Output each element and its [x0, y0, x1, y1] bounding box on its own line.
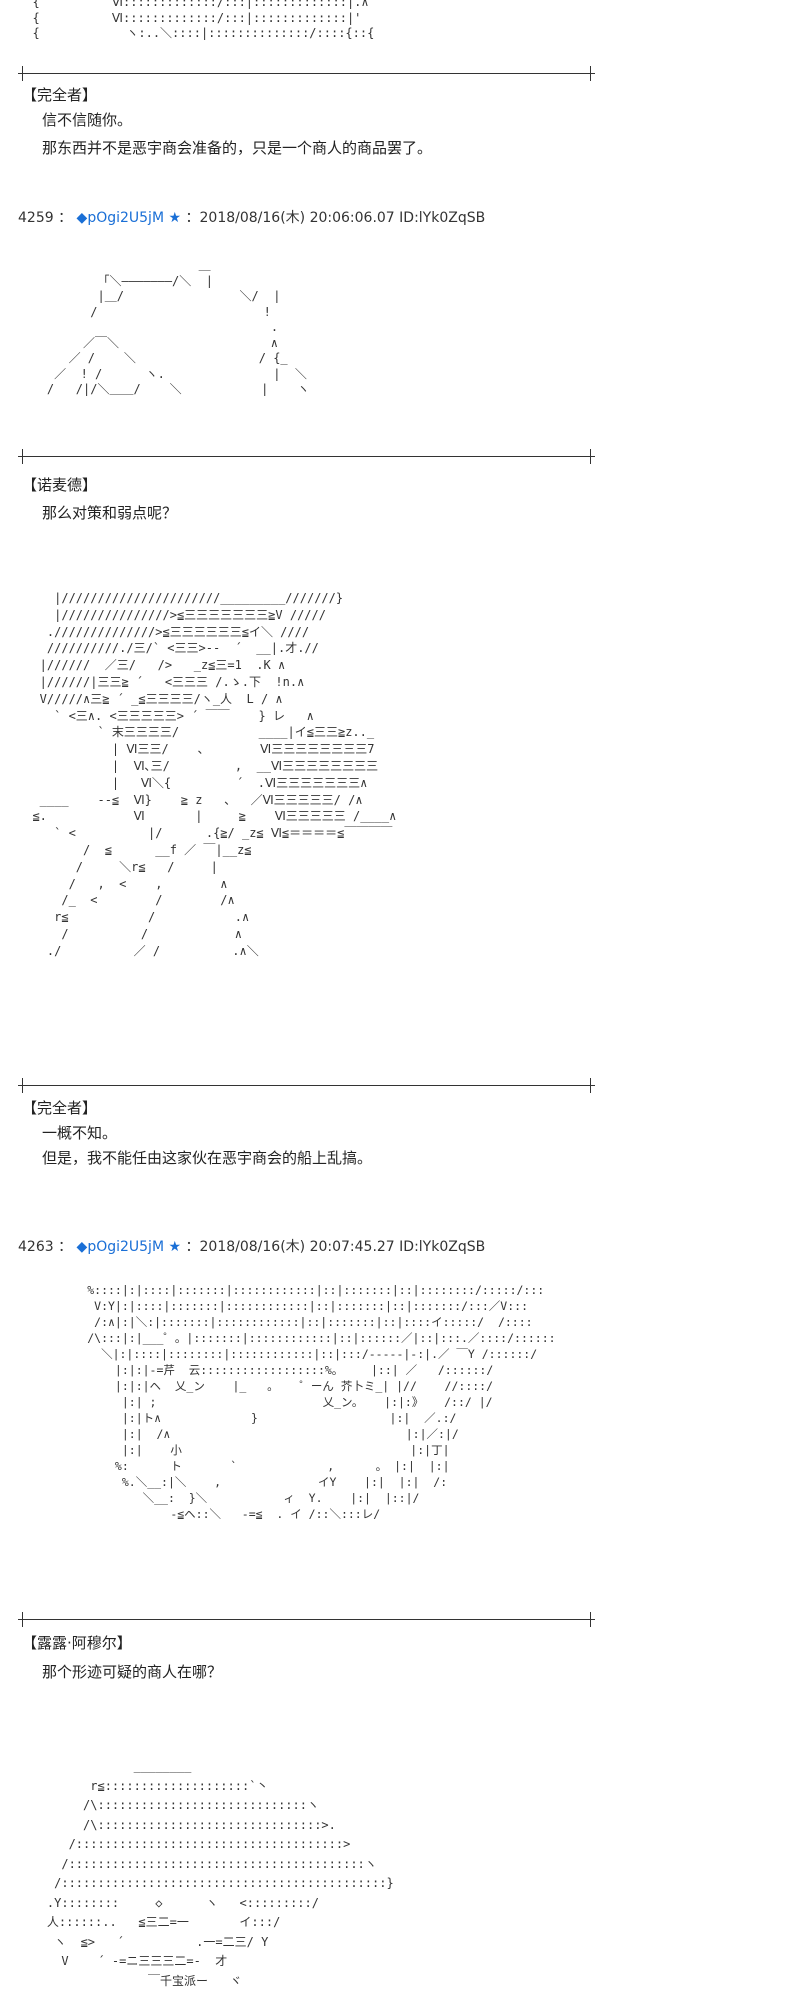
divider-2-tick-left [22, 449, 23, 464]
divider-2 [18, 456, 595, 457]
divider-3-tick-right [590, 1078, 591, 1093]
post-header: 4263 ： ◆pOgi2U5jM ★ ：2018/08/16(木) 20:07… [18, 1239, 486, 1255]
divider-1-tick-left [22, 66, 23, 81]
ascii-art-lulu: %::::|:|::::|:::::::|::::::::::::|::|:::… [87, 1283, 556, 1521]
speaker-label: 【完全者】 [22, 1099, 98, 1117]
dialog-line: 一概不知。 [42, 1124, 118, 1142]
dialog-line: 那个形迹可疑的商人在哪？ [42, 1663, 223, 1681]
speaker-label: 【露露·阿穆尔】 [22, 1634, 132, 1652]
speaker-label: 【诺麦德】 [22, 476, 98, 494]
dialog-line: 那东西并不是恶宇商会准备的，只是一个商人的商品罢了。 [42, 139, 433, 157]
dialog-line: 那么对策和弱点呢？ [42, 504, 178, 522]
post-meta: ：2018/08/16(木) 20:06:06.07 ID:lYk0ZqSB [185, 210, 486, 226]
divider-1-tick-right [590, 66, 591, 81]
poster-name[interactable]: ◆pOgi2U5jM [76, 1239, 165, 1255]
ascii-art-big: |//////////////////////_________///////}… [32, 591, 397, 958]
divider-3-tick-left [22, 1078, 23, 1093]
ascii-art-top: { Ⅵ:::::::::::::/:::|:::::::::::::|.∧ { … [32, 0, 375, 40]
dialog-line: 但是，我不能任由这家伙在恶宇商会的船上乱搞。 [42, 1149, 373, 1167]
post-number[interactable]: 4263 [18, 1239, 54, 1255]
divider-4-tick-left [22, 1612, 23, 1627]
dialog-line: 信不信随你。 [42, 111, 133, 129]
star-icon: ★ [168, 210, 182, 226]
post-header: 4259 ： ◆pOgi2U5jM ★ ：2018/08/16(木) 20:06… [18, 210, 486, 226]
poster-name[interactable]: ◆pOgi2U5jM [76, 210, 165, 226]
divider-3 [18, 1085, 595, 1086]
divider-4 [18, 1619, 595, 1620]
post-number[interactable]: 4259 [18, 210, 54, 226]
ascii-art-bottom: ________ r≦::::::::::::::::::::`丶 /\::::… [46, 1759, 394, 1988]
post-meta: ：2018/08/16(木) 20:07:45.27 ID:lYk0ZqSB [185, 1239, 486, 1255]
divider-2-tick-right [590, 449, 591, 464]
ascii-art-nod: ＿ 「＼―――――――/＼ | |＿/ ＼/ | / ! . ／￣＼ ∧ ／ /… [46, 258, 310, 396]
divider-1 [18, 73, 595, 74]
speaker-label: 【完全者】 [22, 86, 98, 104]
star-icon: ★ [168, 1239, 182, 1255]
divider-4-tick-right [590, 1612, 591, 1627]
